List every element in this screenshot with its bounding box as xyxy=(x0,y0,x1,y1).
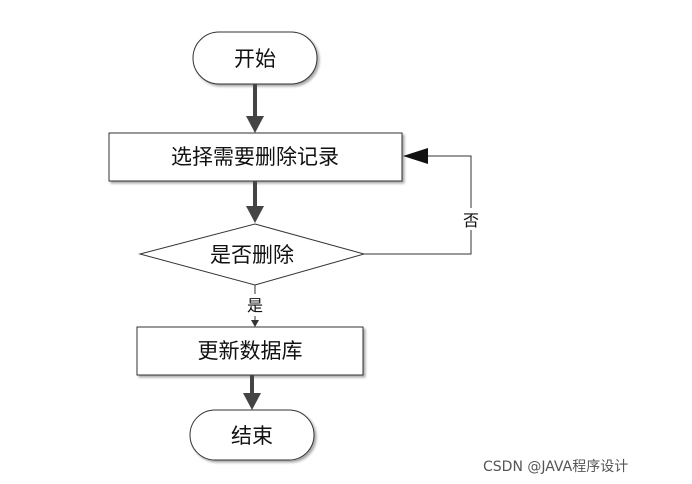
no-label: 否 xyxy=(463,211,479,230)
start-node-label: 开始 xyxy=(234,47,276,71)
arrow-start-to-select xyxy=(246,84,264,133)
start-node: 开始 xyxy=(192,31,318,85)
update-database-node: 更新数据库 xyxy=(136,326,364,376)
yes-label: 是 xyxy=(247,296,263,315)
arrow-yes: 是 xyxy=(244,285,266,327)
arrow-select-to-decision xyxy=(246,181,264,223)
end-node-label: 结束 xyxy=(231,424,273,448)
select-records-label: 选择需要删除记录 xyxy=(171,145,339,169)
update-database-label: 更新数据库 xyxy=(198,339,303,363)
decision-node: 是否删除 xyxy=(138,223,366,286)
watermark: CSDN @JAVA程序设计 xyxy=(483,459,629,475)
arrow-update-to-end xyxy=(243,375,261,410)
arrow-no-loop: 否 xyxy=(364,148,482,255)
select-records-node: 选择需要删除记录 xyxy=(108,132,403,182)
end-node: 结束 xyxy=(189,409,315,461)
decision-label: 是否删除 xyxy=(210,243,294,267)
